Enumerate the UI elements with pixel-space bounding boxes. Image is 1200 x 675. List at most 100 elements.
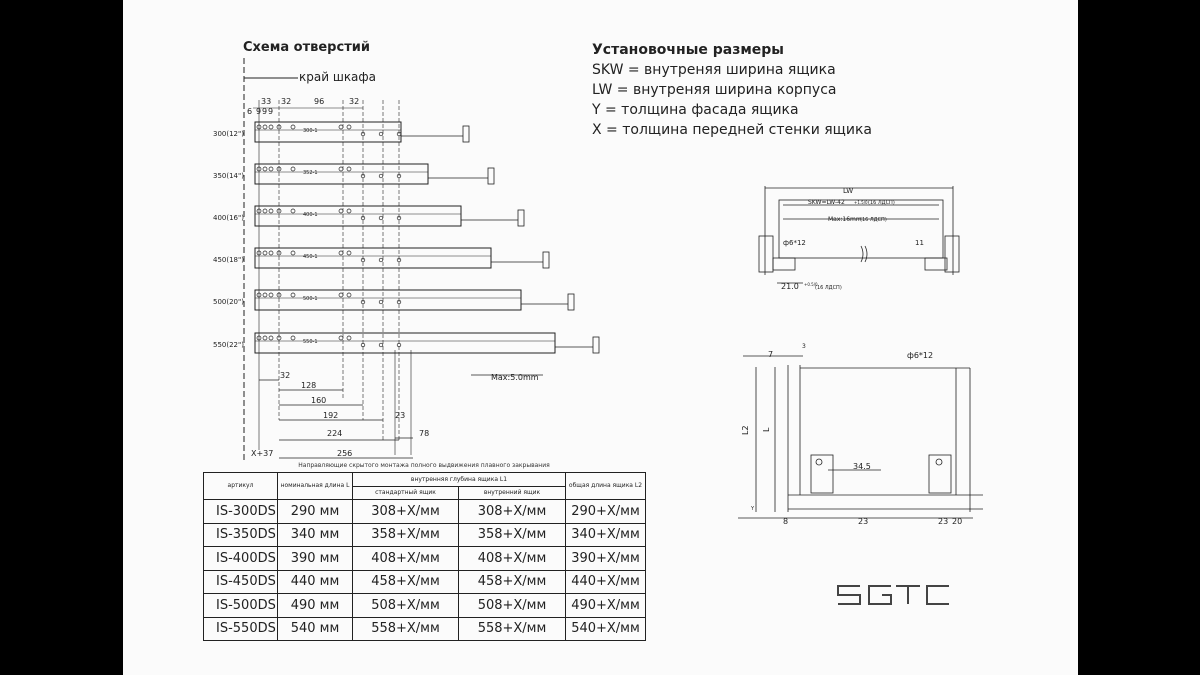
table-cell: 540+X/мм [565, 616, 646, 641]
table-cell: IS-350DS [203, 522, 278, 547]
drill-hole [268, 208, 274, 214]
drill-hole [396, 299, 402, 305]
size-label: 550(22") [213, 341, 244, 349]
drill-hole [396, 131, 402, 137]
install-line: X = толщина передней стенки ящика [592, 122, 872, 138]
drill-hole [360, 342, 366, 348]
edge-label: край шкафа [299, 70, 376, 84]
dim-label: 160 [311, 396, 326, 405]
drill-hole [378, 257, 384, 263]
table-cell: 290 мм [277, 499, 353, 524]
drill-hole [378, 173, 384, 179]
dim-label: 32 [349, 97, 359, 106]
drill-hole [378, 215, 384, 221]
drill-hole [276, 124, 282, 130]
install-line: SKW = внутреняя ширина ящика [592, 62, 836, 78]
drill-hole [256, 250, 262, 256]
document-sheet: Схема отверстий Установочные размеры SKW… [123, 0, 1078, 675]
drill-hole [262, 166, 268, 172]
slide-label: 400-1 [303, 212, 318, 218]
table-cell: IS-300DS [203, 499, 278, 524]
size-label: 500(20") [213, 298, 244, 306]
table-cell: 290+X/мм [565, 499, 646, 524]
dim-label: L2 [741, 425, 750, 435]
dim-label: 96 [314, 97, 324, 106]
slide-label: 300-1 [303, 128, 318, 134]
drill-hole [276, 335, 282, 341]
install-line: LW = внутреняя ширина корпуса [592, 82, 837, 98]
hole-label: ф6*12 [907, 351, 933, 360]
drill-hole [262, 250, 268, 256]
slide-body [254, 205, 462, 227]
dim-label: 23 [938, 517, 948, 526]
drill-hole [346, 124, 352, 130]
drill-hole [276, 208, 282, 214]
table-cell: 458+X/мм [352, 569, 459, 594]
table-cell: 440+X/мм [565, 569, 646, 594]
drill-hole [262, 292, 268, 298]
table-cell: 340 мм [277, 522, 353, 547]
drill-hole [268, 335, 274, 341]
table-cell: IS-500DS [203, 593, 278, 618]
dim-label: 33 [261, 97, 271, 106]
table-cell: IS-550DS [203, 616, 278, 641]
header-nominal: номинальная длина L [277, 472, 353, 500]
skw-tol: +1.5/0 [854, 200, 868, 205]
dim-label: 32 [281, 97, 291, 106]
drill-hole [290, 166, 296, 172]
table-caption: Направляющие скрытого монтажа полного вы… [298, 462, 550, 469]
scheme-title: Схема отверстий [243, 40, 370, 55]
drill-hole [346, 166, 352, 172]
drill-hole [360, 215, 366, 221]
dim-label: 256 [337, 449, 352, 458]
drill-hole [360, 131, 366, 137]
header-inner-depth: внутренняя глубина ящика L1 [352, 472, 566, 487]
drill-hole [268, 166, 274, 172]
drill-hole [396, 342, 402, 348]
drill-hole [338, 208, 344, 214]
drill-hole [256, 208, 262, 214]
dim-label: 9 [268, 107, 273, 116]
drill-hole [256, 292, 262, 298]
drill-hole [338, 166, 344, 172]
max-note: (16 ЛДСП) [860, 217, 887, 223]
drill-hole [378, 299, 384, 305]
hole-label: ф6*12 [783, 239, 806, 247]
drill-hole [276, 250, 282, 256]
drill-hole [256, 124, 262, 130]
drill-hole [268, 292, 274, 298]
drill-hole [378, 342, 384, 348]
slide-body [254, 121, 402, 143]
header-article: артикул [203, 472, 278, 500]
drill-hole [268, 250, 274, 256]
dim-tol: +0.5/0 [804, 282, 818, 287]
drill-hole [290, 335, 296, 341]
table-cell: IS-450DS [203, 569, 278, 594]
install-line: Y = толщина фасада ящика [592, 102, 799, 118]
drill-hole [290, 208, 296, 214]
header-inner: внутренний ящик [458, 486, 566, 500]
skw-label: SKW=LW-42 [808, 199, 845, 206]
sgtc-logo [837, 585, 949, 605]
dim-label: 11 [915, 239, 924, 247]
drill-hole [396, 215, 402, 221]
drill-hole [346, 292, 352, 298]
drill-hole [256, 335, 262, 341]
slide-body [254, 163, 429, 185]
dim-note: (16 ЛДСП) [815, 285, 842, 291]
slide-label: 450-1 [303, 254, 318, 260]
drill-hole [290, 292, 296, 298]
drill-hole [262, 335, 268, 341]
dim-label: 34.5 [853, 462, 871, 471]
dim-label: 20 [952, 517, 962, 526]
table-cell: 390 мм [277, 546, 353, 571]
slide-body [254, 289, 522, 311]
drill-hole [338, 335, 344, 341]
size-label: 400(16") [213, 214, 244, 222]
dim-label: Y [750, 506, 755, 512]
dim-label: 6 [247, 107, 252, 116]
table-cell: 458+X/мм [458, 569, 566, 594]
dim-label: 9 [256, 107, 261, 116]
